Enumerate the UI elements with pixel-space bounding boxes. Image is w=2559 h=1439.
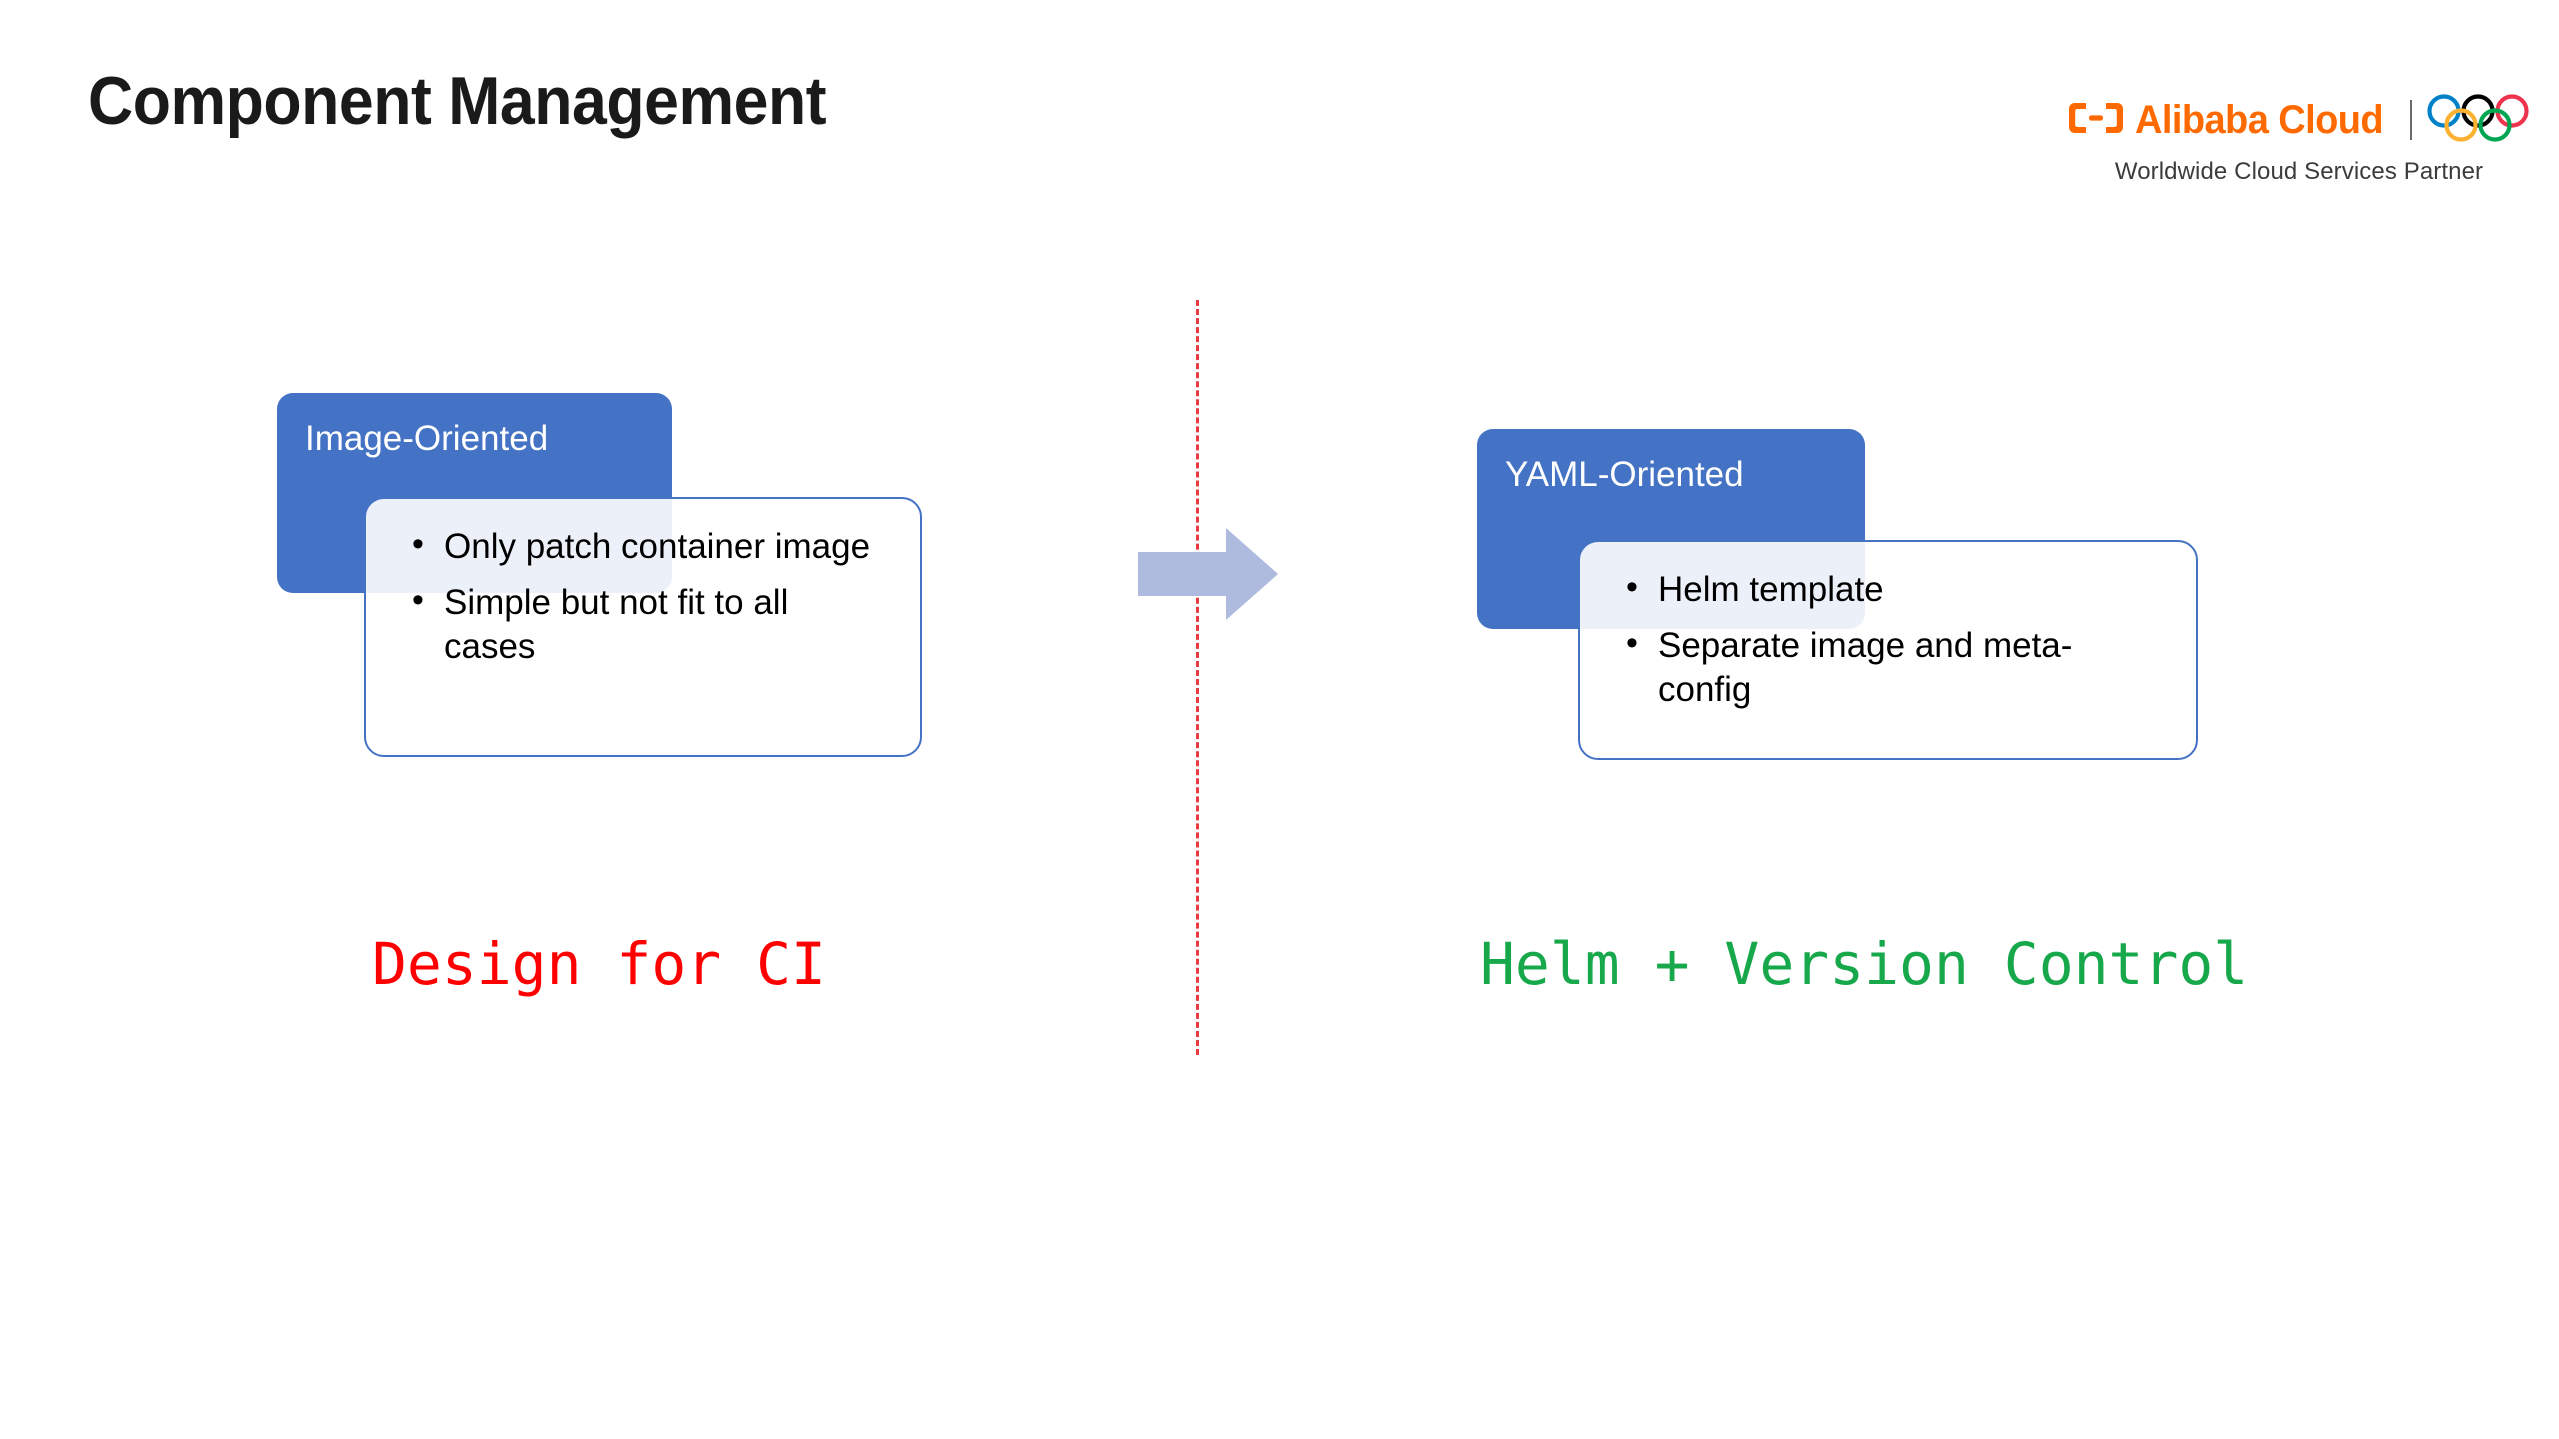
list-item: Helm template [1626, 566, 2162, 612]
page-title: Component Management [88, 63, 827, 139]
alibaba-cloud-logo: Alibaba Cloud [2068, 98, 2396, 143]
bullet-list: Only patch container image Simple but no… [366, 499, 920, 669]
section-divider [1196, 300, 1199, 1055]
concept-body-yaml-oriented: Helm template Separate image and meta-co… [1578, 540, 2198, 760]
concept-header-label: YAML-Oriented [1505, 455, 1744, 494]
olympic-rings-icon [2426, 93, 2530, 148]
brand-tagline: Worldwide Cloud Services Partner [2114, 158, 2484, 185]
concept-caption-left: Design for CI [372, 930, 826, 998]
list-item: Separate image and meta-config [1626, 622, 2162, 712]
list-item: Simple but not fit to all cases [412, 579, 886, 669]
concept-caption-right: Helm + Version Control [1480, 930, 2249, 998]
concept-body-image-oriented: Only patch container image Simple but no… [364, 497, 922, 757]
right-arrow-icon [1138, 528, 1278, 620]
bullet-list: Helm template Separate image and meta-co… [1580, 542, 2196, 712]
concept-header-label: Image-Oriented [305, 419, 549, 458]
alibaba-cloud-wordmark: Alibaba Cloud [2134, 97, 2384, 142]
brand-row: Alibaba Cloud [2068, 92, 2529, 148]
brand-divider [2410, 100, 2413, 140]
alibaba-cloud-bracket-icon [2068, 101, 2124, 140]
brand-lockup: Alibaba Cloud Worldwide Cloud Services P… [2068, 92, 2529, 186]
list-item: Only patch container image [412, 523, 886, 569]
